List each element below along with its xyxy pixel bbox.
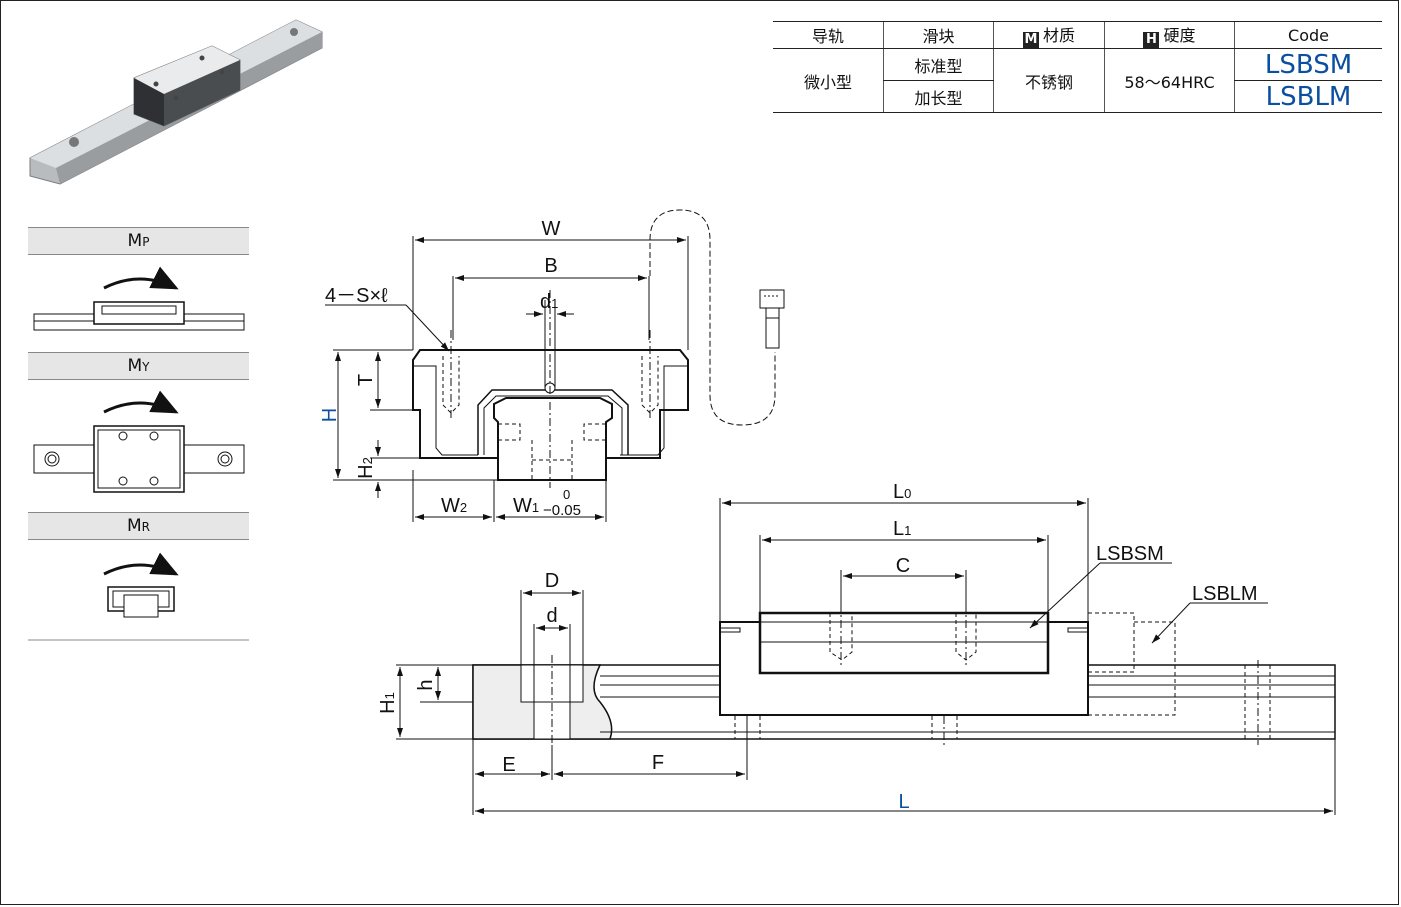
dim-W1-tol-lower: −0.05 [543, 502, 581, 519]
dim-W: W [542, 218, 561, 240]
th-rail: 导轨 [773, 21, 884, 49]
dim-H2: H2 [355, 457, 377, 479]
dim-h: h [415, 679, 437, 690]
dim-L0: L0 [893, 481, 911, 503]
dim-H: H [319, 408, 341, 422]
side-view-dimensions [396, 498, 1336, 815]
dim-F: F [652, 752, 664, 774]
dim-d: d [546, 605, 557, 627]
moment-my-diagram [33, 390, 245, 493]
cell-type: 微小型 [773, 48, 884, 113]
dim-W1-tol-upper: 0 [563, 487, 570, 502]
label-lsblm: LSBLM [1192, 583, 1258, 605]
dim-B: B [544, 255, 557, 277]
cell-hardness: 58～64HRC [1104, 48, 1235, 113]
dim-H1: H1 [377, 692, 399, 714]
th-code: Code [1234, 21, 1382, 49]
product-photo [29, 19, 323, 185]
moment-illustrations [28, 266, 249, 641]
moment-mr-diagram [103, 552, 179, 618]
side-view [472, 604, 1336, 745]
dim-L1: L1 [893, 518, 911, 540]
cell-code-standard[interactable]: LSBSM [1234, 48, 1382, 81]
moment-mp-bar: MP [28, 227, 249, 255]
moment-mp-diagram [33, 266, 245, 331]
screw-detail [649, 209, 776, 426]
label-lsbsm: LSBSM [1096, 543, 1164, 565]
cap-screw-icon [759, 289, 785, 349]
cell-code-long[interactable]: LSBLM [1234, 80, 1382, 113]
cell-block-long: 加长型 [883, 80, 994, 113]
cross-section-view [412, 290, 689, 488]
dimension-labels: W B d1 4－S×ℓ T H H2 W2 W1 0 −0.05 L0 L1 … [319, 218, 1258, 813]
moment-my-bar: MY [28, 352, 249, 380]
cross-section-dimensions [325, 236, 689, 522]
cell-material: 不锈钢 [993, 48, 1105, 113]
dim-E: E [502, 754, 515, 776]
dim-W2: W2 [441, 495, 467, 517]
dim-screw: 4－S×ℓ [325, 285, 388, 307]
moment-mr-bar: MR [28, 512, 249, 540]
th-block: 滑块 [883, 21, 994, 49]
technical-drawing: W B d1 4－S×ℓ T H H2 W2 W1 0 −0.05 L0 L1 … [319, 209, 1336, 815]
dim-D: D [545, 570, 559, 592]
dim-T: T [355, 374, 377, 386]
cell-block-standard: 标准型 [883, 48, 994, 81]
material-icon: M [1022, 32, 1039, 48]
dim-C: C [896, 555, 910, 577]
dim-d1: d1 [540, 291, 558, 313]
hardness-icon: H [1143, 32, 1160, 48]
dim-L: L [898, 791, 909, 813]
dim-W1: W1 [513, 495, 539, 517]
